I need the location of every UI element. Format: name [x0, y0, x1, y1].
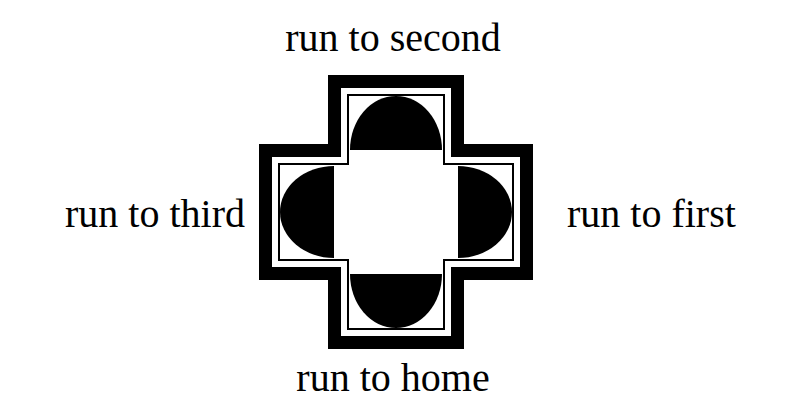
inner-cross	[279, 95, 513, 329]
direction-label: run to third	[65, 192, 245, 236]
cross-gap	[272, 88, 520, 336]
base-semicircle	[350, 274, 442, 328]
base-semicircle	[280, 166, 334, 258]
base-semicircle	[458, 166, 512, 258]
direction-label: run to second	[285, 16, 501, 60]
base-semicircle	[350, 96, 442, 150]
outer-cross	[259, 75, 533, 349]
direction-label: run to home	[296, 356, 489, 400]
direction-label: run to first	[567, 192, 736, 236]
